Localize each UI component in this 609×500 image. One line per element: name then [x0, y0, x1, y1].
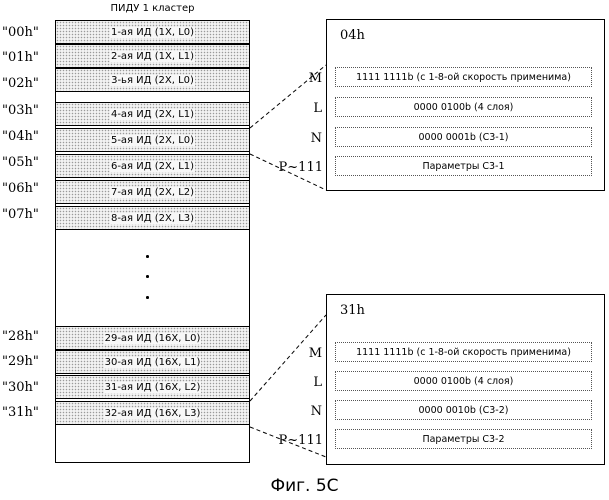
row-label: 29-ая ИД (16X, L0) — [104, 333, 202, 344]
table-row: 30-ая ИД (16X, L1) — [55, 350, 250, 374]
table-row: 32-ая ИД (16X, L3) — [55, 401, 250, 425]
row-address: "03h" — [2, 103, 39, 118]
row-address: "29h" — [2, 354, 39, 369]
row-address: "07h" — [2, 207, 39, 222]
field-label: M — [300, 346, 322, 361]
row-label: 2-ая ИД (1X, L1) — [110, 51, 195, 62]
row-label: 3-ья ИД (2X, L0) — [110, 75, 195, 86]
figure-caption: Фиг. 5C — [0, 476, 609, 496]
field-value: 0000 0010b (C3-2) — [335, 400, 592, 420]
row-address: "06h" — [2, 181, 39, 196]
table-row: 29-ая ИД (16X, L0) — [55, 326, 250, 350]
row-address: "00h" — [2, 25, 39, 40]
ellipsis-dot — [146, 296, 149, 299]
row-address: "04h" — [2, 129, 39, 144]
ellipsis-dot — [146, 275, 149, 278]
field-label: M — [300, 71, 322, 86]
ellipsis-dot — [146, 255, 149, 258]
row-address: "01h" — [2, 50, 39, 65]
field-value: 0000 0001b (C3-1) — [335, 127, 592, 147]
field-value: 0000 0100b (4 слоя) — [335, 371, 592, 391]
row-label: 7-ая ИД (2X, L2) — [110, 187, 195, 198]
table-row: 4-ая ИД (2X, L1) — [55, 102, 250, 126]
table-row: 5-ая ИД (2X, L0) — [55, 128, 250, 152]
row-label: 31-ая ИД (16X, L2) — [104, 382, 202, 393]
row-address: "05h" — [2, 155, 39, 170]
field-value: 0000 0100b (4 слоя) — [335, 97, 592, 117]
row-label: 4-ая ИД (2X, L1) — [110, 109, 195, 120]
row-label: 5-ая ИД (2X, L0) — [110, 135, 195, 146]
field-label: P~111 — [268, 433, 323, 448]
field-value: Параметры C3-1 — [335, 156, 592, 176]
cluster-title: ПИДУ 1 кластер — [55, 3, 250, 14]
field-label: P~111 — [268, 160, 323, 175]
row-address: "02h" — [2, 76, 39, 91]
table-row: 31-ая ИД (16X, L2) — [55, 375, 250, 399]
row-address: "30h" — [2, 380, 39, 395]
row-label: 6-ая ИД (2X, L1) — [110, 161, 195, 172]
table-row: 1-ая ИД (1X, L0) — [55, 20, 250, 44]
field-value: 1111 1111b (с 1-8-ой скорость применима) — [335, 67, 592, 87]
field-label: L — [300, 101, 322, 116]
detail-title: 04h — [340, 28, 365, 43]
table-row: 2-ая ИД (1X, L1) — [55, 44, 250, 68]
row-label: 1-ая ИД (1X, L0) — [110, 27, 195, 38]
row-label: 8-ая ИД (2X, L3) — [110, 213, 195, 224]
field-label: N — [300, 131, 322, 146]
table-row: 7-ая ИД (2X, L2) — [55, 180, 250, 204]
row-label: 32-ая ИД (16X, L3) — [104, 408, 202, 419]
field-value: 1111 1111b (с 1-8-ой скорость применима) — [335, 342, 592, 362]
field-value: Параметры C3-2 — [335, 429, 592, 449]
table-row: 8-ая ИД (2X, L3) — [55, 206, 250, 230]
table-row: 3-ья ИД (2X, L0) — [55, 68, 250, 92]
table-row: 6-ая ИД (2X, L1) — [55, 154, 250, 178]
field-label: N — [300, 404, 322, 419]
detail-title: 31h — [340, 303, 365, 318]
row-address: "28h" — [2, 329, 39, 344]
row-address: "31h" — [2, 405, 39, 420]
row-label: 30-ая ИД (16X, L1) — [104, 357, 202, 368]
field-label: L — [300, 375, 322, 390]
